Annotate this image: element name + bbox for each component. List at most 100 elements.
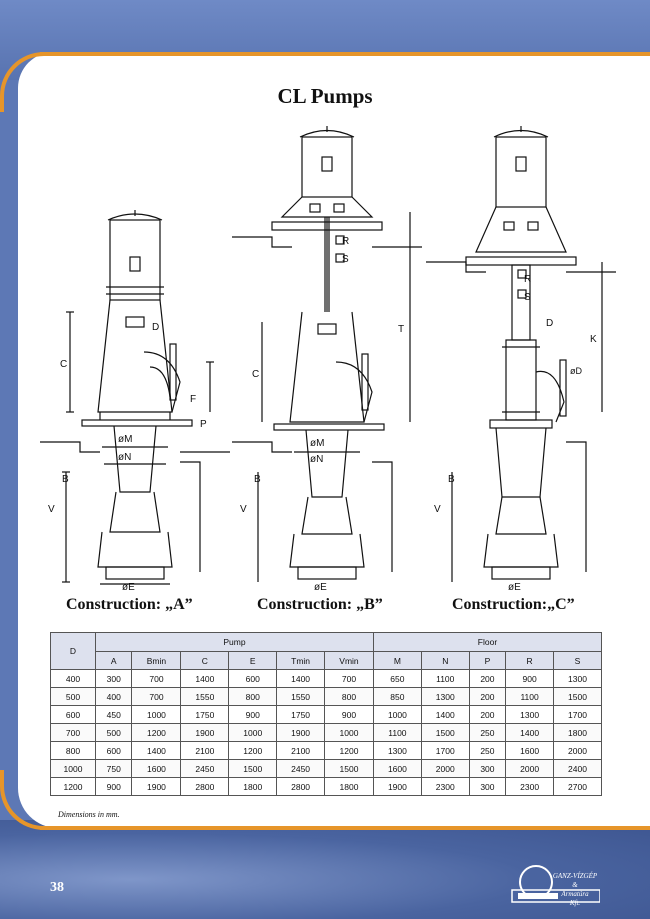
cell-pump-bmin: 700	[131, 687, 182, 706]
cell-pump-a: 900	[94, 777, 133, 796]
cell-d: 800	[50, 741, 96, 760]
col-header-s: S	[553, 651, 602, 670]
cell-floor-p: 300	[468, 759, 507, 778]
label-p: P	[200, 419, 207, 430]
label-b: B	[254, 474, 261, 485]
cell-floor-s: 2700	[553, 777, 602, 796]
cell-floor-s: 1500	[553, 687, 602, 706]
cell-floor-m: 850	[372, 687, 422, 706]
logo-text: GANZ-VÍZGÉP & Armatúra Kft.	[552, 872, 598, 907]
cell-pump-c: 1750	[180, 705, 230, 724]
label-d: D	[152, 322, 159, 333]
cell-pump-a: 600	[94, 741, 133, 760]
col-header-bmin: Bmin	[131, 651, 182, 670]
cell-floor-m: 650	[372, 669, 422, 688]
cell-floor-s: 1300	[553, 669, 602, 688]
cell-pump-vmin: 800	[324, 687, 374, 706]
cell-pump-tmin: 2100	[276, 741, 326, 760]
cell-floor-r: 2000	[505, 759, 555, 778]
cell-d: 500	[50, 687, 96, 706]
cell-pump-bmin: 1200	[131, 723, 182, 742]
cell-pump-e: 600	[228, 669, 278, 688]
cell-floor-r: 1400	[505, 723, 555, 742]
accent-line-top	[40, 52, 650, 56]
label-b: B	[448, 474, 455, 485]
label-f: F	[190, 394, 196, 405]
label-v: V	[240, 504, 247, 515]
cell-floor-p: 300	[468, 777, 507, 796]
col-header-a: A	[94, 651, 133, 670]
label-d: D	[546, 318, 553, 329]
cell-pump-bmin: 1400	[131, 741, 182, 760]
cell-pump-c: 1400	[180, 669, 230, 688]
label-od: øD	[570, 366, 582, 376]
label-b: B	[62, 474, 69, 485]
cell-floor-m: 1000	[372, 705, 422, 724]
cell-pump-tmin: 1900	[276, 723, 326, 742]
cell-d: 600	[50, 705, 96, 724]
label-e: øE	[122, 582, 135, 592]
cell-pump-bmin: 1000	[131, 705, 182, 724]
cell-pump-bmin: 700	[131, 669, 182, 688]
cell-pump-c: 2100	[180, 741, 230, 760]
label-v: V	[434, 504, 441, 515]
cell-pump-a: 400	[94, 687, 133, 706]
col-header-r: R	[505, 651, 555, 670]
cell-pump-e: 1800	[228, 777, 278, 796]
cell-floor-r: 1100	[505, 687, 555, 706]
cell-floor-n: 2300	[420, 777, 470, 796]
col-header-e: E	[228, 651, 278, 670]
label-k: K	[590, 334, 597, 345]
page-title: CL Pumps	[277, 84, 373, 108]
cell-pump-a: 450	[94, 705, 133, 724]
cell-floor-n: 1700	[420, 741, 470, 760]
cell-pump-vmin: 1500	[324, 759, 374, 778]
cell-pump-c: 2800	[180, 777, 230, 796]
page-number: 38	[50, 880, 64, 895]
cell-d: 1200	[50, 777, 96, 796]
cell-d: 700	[50, 723, 96, 742]
col-header-m: M	[372, 651, 422, 670]
caption-construction-b: Construction: „B”	[257, 596, 383, 613]
label-n: øN	[118, 452, 131, 463]
cell-floor-n: 1500	[420, 723, 470, 742]
cell-floor-m: 1600	[372, 759, 422, 778]
accent-curve-bottom	[0, 770, 60, 830]
label-s: S	[342, 254, 349, 265]
cell-pump-bmin: 1900	[131, 777, 182, 796]
caption-construction-c: Construction:„C”	[452, 596, 575, 613]
col-header-d: D	[50, 632, 96, 670]
cell-pump-vmin: 900	[324, 705, 374, 724]
label-e: øE	[314, 582, 327, 592]
drawing-construction-b: R S T øM øN øE C V B	[232, 112, 422, 592]
label-t: T	[398, 324, 404, 335]
cell-pump-e: 1500	[228, 759, 278, 778]
cell-floor-n: 1300	[420, 687, 470, 706]
group-header-pump: Pump	[95, 632, 374, 652]
cell-pump-e: 800	[228, 687, 278, 706]
cell-pump-c: 1900	[180, 723, 230, 742]
cell-pump-tmin: 2800	[276, 777, 326, 796]
cell-floor-p: 200	[468, 687, 507, 706]
cell-d: 1000	[50, 759, 96, 778]
cell-pump-e: 1000	[228, 723, 278, 742]
label-r: R	[524, 274, 531, 285]
cell-pump-a: 500	[94, 723, 133, 742]
cell-floor-r: 1600	[505, 741, 555, 760]
cell-pump-vmin: 1200	[324, 741, 374, 760]
cell-pump-bmin: 1600	[131, 759, 182, 778]
cell-floor-s: 2400	[553, 759, 602, 778]
cell-floor-p: 250	[468, 741, 507, 760]
cell-floor-s: 1700	[553, 705, 602, 724]
cell-floor-m: 1100	[372, 723, 422, 742]
caption-construction-a: Construction: „A”	[66, 596, 193, 613]
col-header-n: N	[420, 651, 470, 670]
cell-floor-n: 1400	[420, 705, 470, 724]
label-c: C	[60, 359, 67, 370]
cell-d: 400	[50, 669, 96, 688]
label-e: øE	[508, 582, 521, 592]
